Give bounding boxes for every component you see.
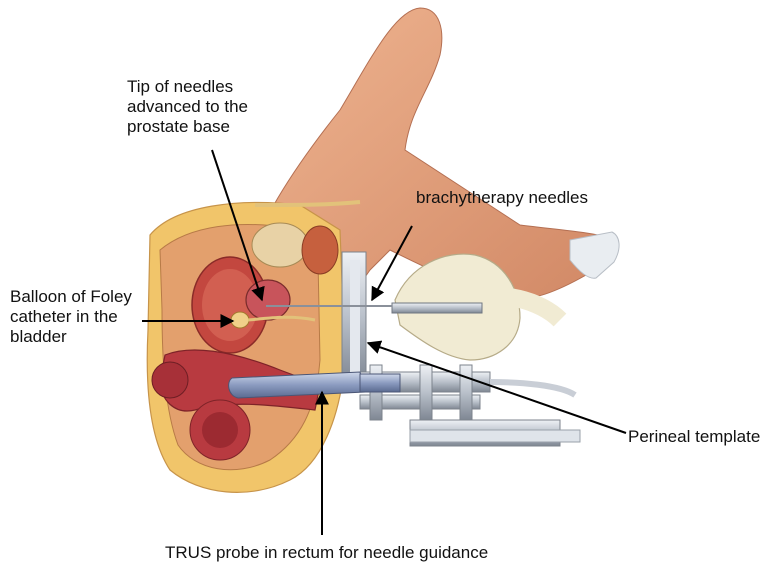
label-perineal-template: Perineal template [628,427,784,447]
label-trus-probe: TRUS probe in rectum for needle guidance [165,543,585,563]
pelvis-cross-section [147,202,360,492]
label-brachytherapy-needles: brachytherapy needles [416,188,636,208]
perineal-template-illustration [342,252,366,382]
label-tip-of-needles: Tip of needles advanced to the prostate … [127,77,277,137]
label-balloon-foley: Balloon of Foley catheter in the bladder [10,287,160,347]
